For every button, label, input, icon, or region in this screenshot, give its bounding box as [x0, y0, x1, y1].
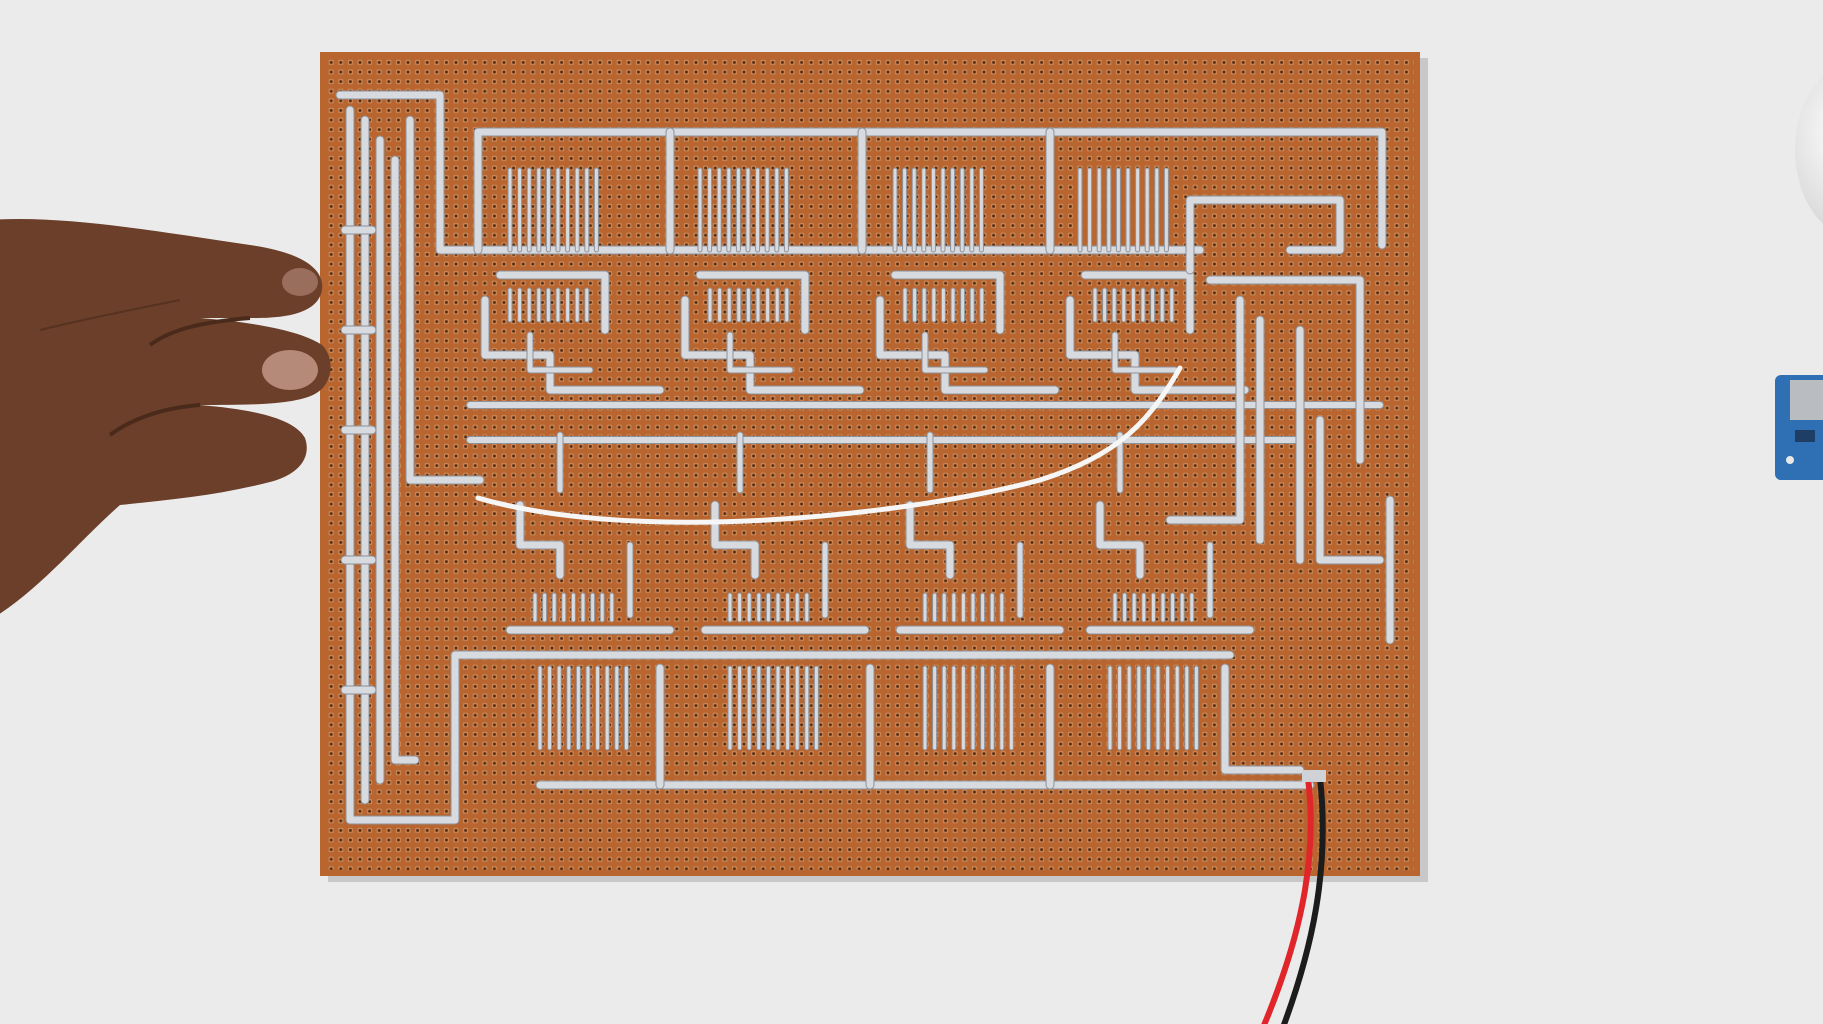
- solder-traces: [335, 90, 1395, 825]
- solder-trace: [1166, 296, 1244, 524]
- solder-trace: [1221, 664, 1304, 774]
- solder-trace: [391, 156, 419, 764]
- solder-trace: [1096, 501, 1144, 579]
- solder-trace: [1066, 296, 1249, 394]
- solder-trace: [727, 332, 793, 373]
- white-object: [1795, 76, 1823, 224]
- solder-trace: [681, 296, 864, 394]
- hand: [0, 219, 331, 614]
- solder-trace: [876, 296, 1059, 394]
- solder-trace: [496, 271, 609, 334]
- solder-trace: [481, 296, 664, 394]
- solder-trace: [346, 106, 1234, 824]
- solder-trace: [696, 271, 809, 334]
- solder-trace: [922, 332, 988, 373]
- power-wires: [1261, 770, 1326, 1024]
- solder-trace: [474, 128, 1386, 254]
- solder-trace: [711, 501, 759, 579]
- solder-trace: [336, 91, 1204, 254]
- solder-trace: [406, 116, 484, 484]
- solder-trace: [527, 332, 593, 373]
- solder-trace: [1081, 271, 1194, 334]
- white-jumper-wire: [475, 365, 1183, 525]
- solder-trace: [1186, 196, 1344, 274]
- solder-trace: [516, 501, 564, 579]
- solder-trace: [1316, 416, 1384, 564]
- solder-trace: [906, 501, 954, 579]
- blue-module: [1775, 375, 1823, 480]
- solder-trace: [1206, 276, 1364, 464]
- solder-trace: [1112, 332, 1178, 373]
- solder-trace: [891, 271, 1004, 334]
